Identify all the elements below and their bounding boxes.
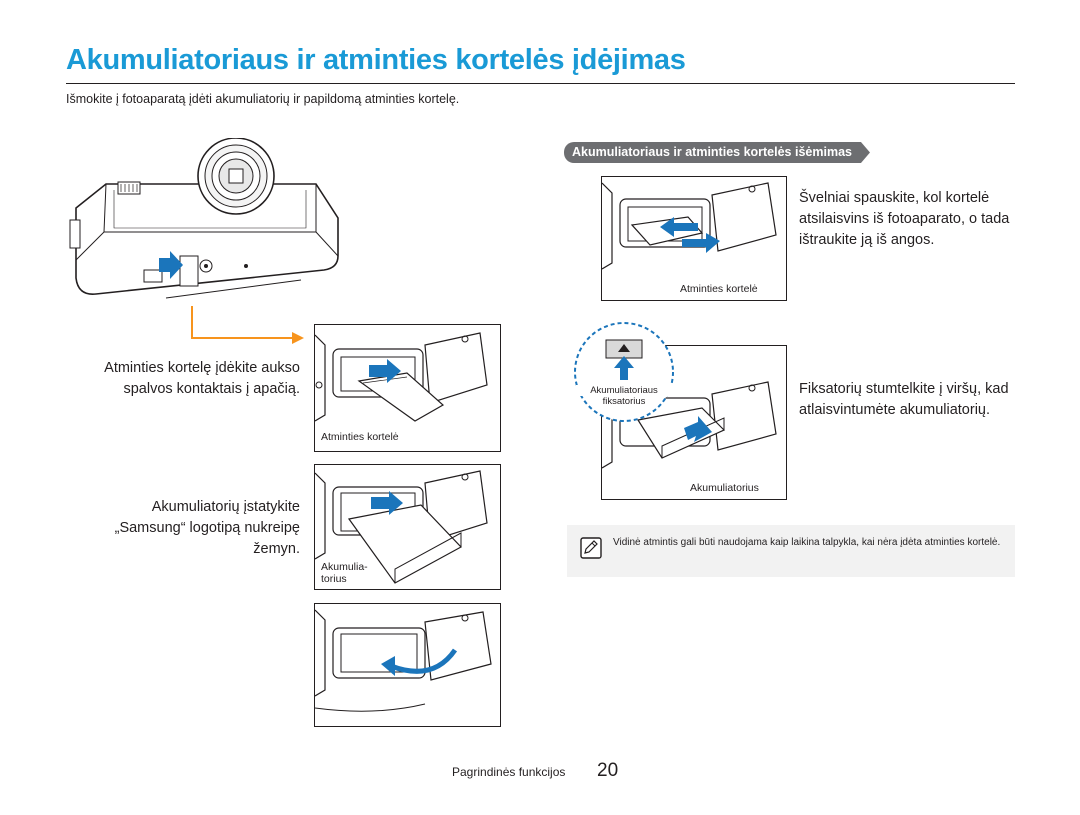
remove-card-text: Švelniai spauskite, kol kortelė atsilais… (799, 190, 1010, 248)
latch-label-1: Akumuliatoriaus (576, 385, 672, 396)
latch-label-2: fiksatorius (602, 396, 646, 407)
insert-card-illustration (315, 332, 488, 422)
note-box: Vidinė atmintis gali būti naudojama kaip… (567, 525, 1015, 577)
battery-caption-left-1: Akumulia- (321, 561, 368, 573)
insert-card-text: Atminties kortelę įdėkite aukso spalvos … (104, 360, 300, 397)
footer-section: Pagrindinės funkcijos (452, 765, 566, 779)
latch-zoom-circle (574, 322, 674, 422)
intro-text: Išmokite į fotoaparatą įdėti akumuliator… (66, 92, 460, 106)
remove-card-panel: Atminties kortelė (601, 176, 787, 301)
remove-battery-illustration (602, 381, 777, 469)
page-title: Akumuliatoriaus ir atminties kortelės įd… (66, 44, 686, 76)
remove-battery-text: Fiksatorių stumtelkite į viršų, kad atla… (799, 381, 1009, 418)
note-pencil-icon (580, 537, 602, 559)
title-rule (66, 83, 1015, 84)
close-cover-panel (314, 603, 501, 727)
section-label-removal: Akumuliatoriaus ir atminties kortelės iš… (564, 142, 870, 163)
note-text: Vidinė atmintis gali būti naudojama kaip… (613, 537, 1001, 548)
insert-battery-text: Akumuliatorių įstatykite „Samsung“ logot… (114, 499, 300, 557)
battery-caption-left-2: torius (321, 573, 347, 585)
card-caption-right: Atminties kortelė (680, 283, 758, 295)
page-number: 20 (597, 760, 619, 781)
insert-card-panel: Atminties kortelė (314, 324, 501, 452)
battery-caption-right: Akumuliatorius (690, 482, 759, 494)
insert-battery-panel: Akumulia- torius (314, 464, 501, 590)
close-cover-illustration (315, 609, 492, 712)
camera-bottom-illustration (69, 138, 339, 299)
connector-arrow (191, 306, 304, 344)
card-caption-left: Atminties kortelė (321, 431, 399, 443)
insert-battery-illustration (315, 470, 488, 584)
remove-card-illustration (602, 182, 777, 270)
